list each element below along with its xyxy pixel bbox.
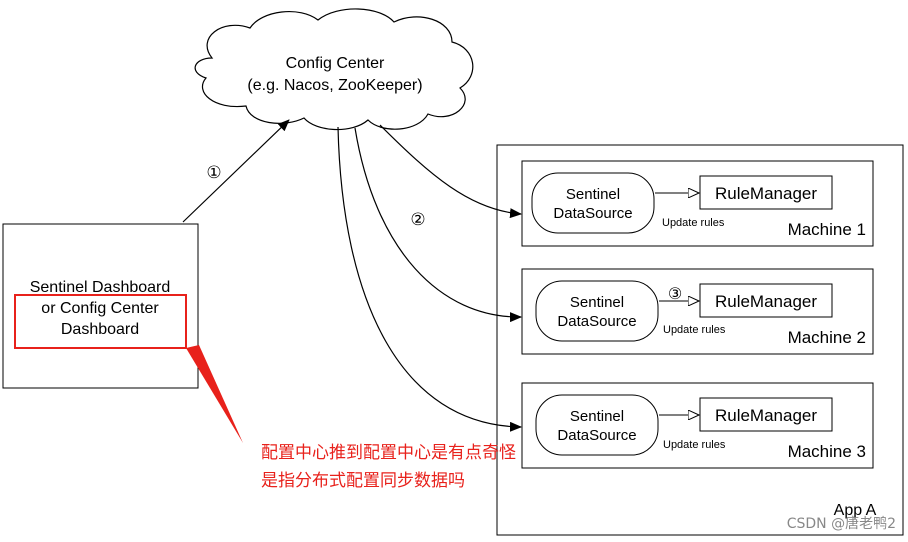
- push-arrow: [182, 119, 290, 223]
- step-two-label: ②: [410, 210, 425, 229]
- dashboard-line-1: Sentinel Dashboard: [30, 279, 171, 296]
- cloud-shape: [194, 8, 474, 131]
- annotation-line-2: 是指分布式配置同步数据吗: [261, 471, 465, 491]
- annotation-arrow: [186, 345, 243, 443]
- datasource-box: [535, 280, 659, 342]
- datasource-box: [531, 172, 655, 234]
- rulemanager-label: RuleManager: [715, 184, 817, 203]
- datasource-line-2: DataSource: [557, 427, 636, 444]
- rulemanager-box: [699, 175, 833, 210]
- step-one-label: ①: [206, 163, 221, 182]
- datasource-line-1: Sentinel: [570, 294, 624, 311]
- sync-arrow-machine-1: [379, 124, 522, 219]
- update-rules-label: Update rules: [663, 439, 726, 451]
- datasource-box: [535, 394, 659, 456]
- cloud-subtitle: (e.g. Nacos, ZooKeeper): [247, 77, 422, 94]
- rulemanager-label: RuleManager: [715, 406, 817, 425]
- sync-arrow-machine-2: [354, 127, 522, 323]
- machine-label: Machine 2: [788, 328, 866, 347]
- csdn-watermark: CSDN @唐老鸭2: [787, 515, 896, 532]
- update-rules-label: Update rules: [663, 324, 726, 336]
- dashboard-line-3: Dashboard: [61, 321, 139, 338]
- rulemanager-box: [699, 283, 833, 318]
- datasource-line-1: Sentinel: [570, 408, 624, 425]
- datasource-line-2: DataSource: [553, 205, 632, 222]
- machine-label: Machine 3: [788, 442, 866, 461]
- app-a-label: App A: [834, 502, 877, 519]
- rulemanager-label: RuleManager: [715, 292, 817, 311]
- machine-2: Sentinel DataSource RuleManager ③ Update…: [521, 268, 874, 355]
- sentinel-dashboard-box: Sentinel Dashboard or Config Center Dash…: [2, 223, 199, 389]
- sync-arrow-machine-3: [337, 126, 522, 432]
- red-highlight-box: [14, 294, 187, 349]
- rulemanager-box: [699, 397, 833, 432]
- config-center-cloud: Config Center (e.g. Nacos, ZooKeeper): [194, 8, 474, 131]
- machine-1: Sentinel DataSource RuleManager Update r…: [521, 160, 874, 247]
- datasource-line-1: Sentinel: [566, 186, 620, 203]
- machine-label: Machine 1: [788, 220, 866, 239]
- cloud-title: Config Center: [286, 55, 385, 72]
- machine-3: Sentinel DataSource RuleManager Update r…: [521, 382, 874, 469]
- datasource-line-2: DataSource: [557, 313, 636, 330]
- step-three-label: ③: [668, 286, 682, 303]
- annotation-line-1: 配置中心推到配置中心是有点奇怪: [261, 443, 516, 463]
- dashboard-line-2: or Config Center: [41, 300, 159, 317]
- update-rules-label: Update rules: [662, 217, 725, 229]
